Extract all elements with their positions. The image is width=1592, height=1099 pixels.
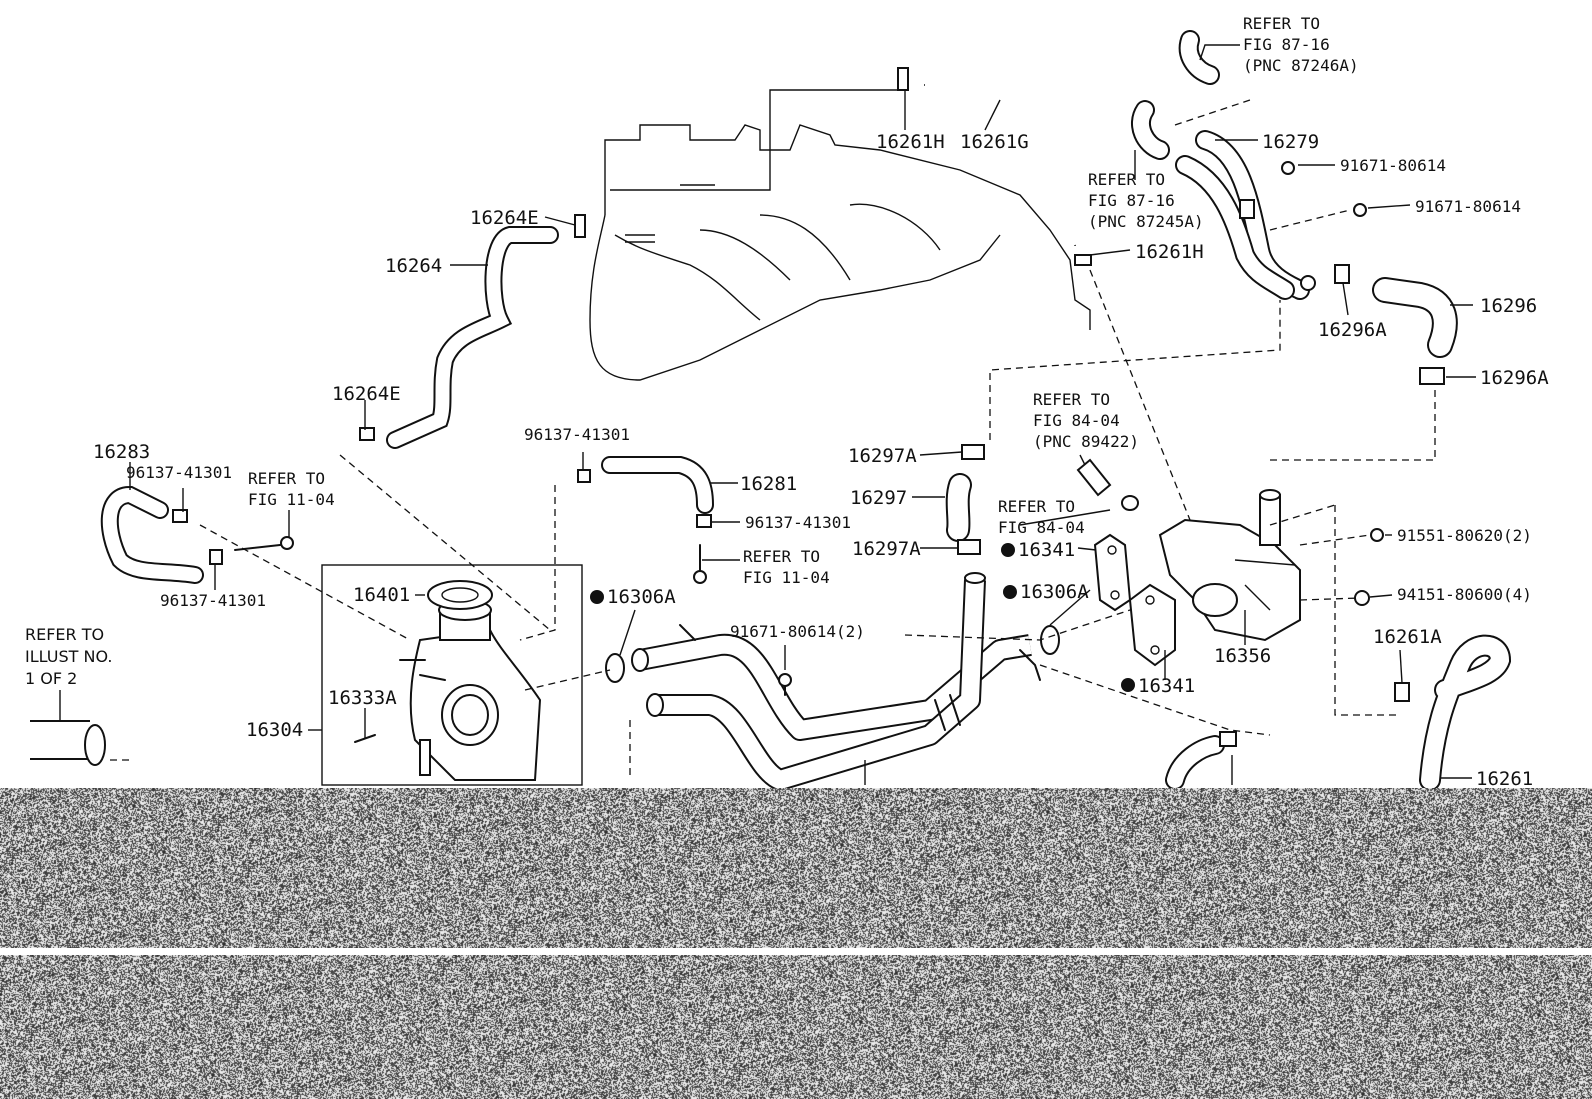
label-16296A-right: 16296A: [1480, 367, 1549, 389]
label-16296A-mid: 16296A: [1318, 319, 1387, 341]
label-16341-bot: 16341: [1138, 675, 1195, 697]
label-refer-fig11-04-left-line2: FIG 11-04: [248, 490, 335, 509]
hose-left-illust-ref: [30, 720, 106, 766]
label-16261H-mid: 16261H: [1135, 241, 1204, 263]
hose-16261G: [924, 80, 1080, 247]
label-refer-illust-line1: REFER TO: [25, 625, 104, 644]
dashed-connection-lines: [110, 99, 1436, 780]
bullets: [590, 543, 1135, 692]
temperature-sensor: [1076, 458, 1139, 511]
hose-16264: [386, 226, 559, 449]
clamps-and-fasteners: [172, 67, 1445, 747]
label-refer-fig84-04-pnc-line3: (PNC 89422): [1033, 432, 1139, 451]
label-94151-80600-4: 94151-80600(4): [1397, 585, 1532, 604]
label-16297: 16297: [850, 487, 907, 509]
gasket-16341-top: [1093, 533, 1132, 612]
stud-16333A: [354, 734, 376, 743]
hose-16283: [100, 485, 204, 584]
leader-lines: [59, 44, 1476, 785]
label-91671-80614-b: 91671-80614: [1415, 197, 1521, 216]
label-refer-fig87-16-mid-line1: REFER TO: [1088, 170, 1165, 189]
label-96137-41301-right: 96137-41301: [745, 513, 851, 532]
water-inlet-16304: [399, 599, 542, 781]
label-refer-illust-line3: 1 OF 2: [25, 669, 77, 688]
label-16264: 16264: [385, 255, 442, 277]
label-16281: 16281: [740, 473, 797, 495]
noise-band-lower: [0, 955, 1592, 1099]
water-bypass-pipe-assembly: [631, 572, 1041, 791]
label-16304: 16304: [246, 719, 303, 741]
label-16356: 16356: [1214, 645, 1271, 667]
label-16296: 16296: [1480, 295, 1537, 317]
label-91551-80620-2: 91551-80620(2): [1397, 526, 1532, 545]
label-refer-fig11-04-mid-line1: REFER TO: [743, 547, 820, 566]
label-16261A: 16261A: [1373, 626, 1442, 648]
hose-16296: [1372, 277, 1458, 358]
label-refer-fig87-16-top-line3: (PNC 87246A): [1243, 56, 1359, 75]
label-16283: 16283: [93, 441, 150, 463]
label-16341-top: 16341: [1018, 539, 1075, 561]
label-16306A-right: 16306A: [1020, 581, 1089, 603]
label-96137-41301-mid: 96137-41301: [524, 425, 630, 444]
label-96137-41301-left1: 96137-41301: [126, 463, 232, 482]
noise-band-upper: [0, 788, 1592, 948]
label-16264E-mid: 16264E: [332, 383, 401, 405]
hose-16281: [601, 456, 714, 514]
label-91671-80614-a: 91671-80614: [1340, 156, 1446, 175]
intake-manifold-outline: [589, 89, 1091, 381]
hose-87245A-stub: [1131, 100, 1170, 160]
label-refer-fig87-16-top-line2: FIG 87-16: [1243, 35, 1330, 54]
gasket-16341-bottom: [1128, 583, 1176, 667]
hose-16279: [1175, 130, 1310, 300]
label-16261G: 16261G: [960, 131, 1029, 153]
label-refer-fig87-16-mid-line3: (PNC 87245A): [1088, 212, 1204, 231]
hose-16261: [1419, 634, 1512, 791]
label-refer-illust-line2: ILLUST NO.: [25, 647, 112, 666]
water-inlet-group-box: [321, 564, 583, 786]
water-outlet-16356: [1158, 489, 1301, 642]
label-16264E-top: 16264E: [470, 207, 539, 229]
label-16401: 16401: [353, 584, 410, 606]
label-refer-fig87-16-top-line1: REFER TO: [1243, 14, 1320, 33]
hose-lower-right-stub: [1165, 735, 1225, 790]
label-refer-fig84-04-pnc-line1: REFER TO: [1033, 390, 1110, 409]
label-16261: 16261: [1476, 768, 1533, 790]
label-16279: 16279: [1262, 131, 1319, 153]
label-16261H-top: 16261H: [876, 131, 945, 153]
label-refer-fig87-16-mid-line2: FIG 87-16: [1088, 191, 1175, 210]
label-refer-fig11-04-mid-line2: FIG 11-04: [743, 568, 830, 587]
label-refer-fig11-04-left-line1: REFER TO: [248, 469, 325, 488]
label-96137-41301-left2: 96137-41301: [160, 591, 266, 610]
label-refer-fig84-04-line1: REFER TO: [998, 497, 1075, 516]
label-refer-fig84-04-pnc-line2: FIG 84-04: [1033, 411, 1120, 430]
label-16306A-left: 16306A: [607, 586, 676, 608]
label-16333A: 16333A: [328, 687, 397, 709]
label-16297A-bot: 16297A: [852, 538, 921, 560]
label-91671-80614-2: 91671-80614(2): [730, 622, 865, 641]
gasket-16401: [427, 580, 493, 610]
hose-87246A-stub: [1178, 30, 1220, 85]
hose-16297: [945, 473, 972, 542]
label-refer-fig84-04-line2: FIG 84-04: [998, 518, 1085, 537]
label-16297A-top: 16297A: [848, 445, 917, 467]
